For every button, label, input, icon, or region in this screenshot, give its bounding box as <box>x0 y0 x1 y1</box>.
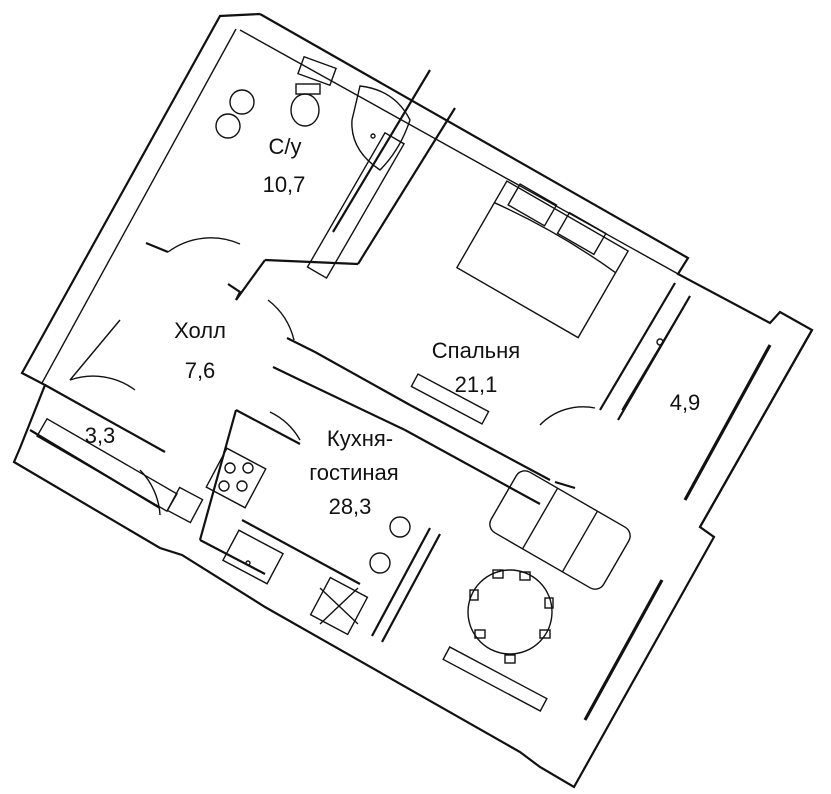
bed <box>455 180 630 339</box>
bar-stools <box>369 516 411 574</box>
outer-walls <box>12 12 814 789</box>
hall-name: Холл <box>174 318 226 343</box>
bedroom-area: 21,1 <box>455 372 498 397</box>
kitchen-living-name-line2: гостиная <box>309 460 398 485</box>
hall-area: 7,6 <box>185 358 216 383</box>
room-labels: С/у 10,7 Холл 7,6 Спальня 21,1 3,3 4,9 К… <box>85 134 701 519</box>
dining-table <box>467 569 554 664</box>
bathroom-fixtures <box>215 55 411 280</box>
storage-area: 3,3 <box>85 423 116 448</box>
interior-walls <box>29 69 813 643</box>
wardrobe <box>621 295 691 411</box>
bedroom-name: Спальня <box>432 338 520 363</box>
doors <box>69 237 596 516</box>
sofa <box>489 470 631 590</box>
stove <box>205 447 267 509</box>
bathroom-name: С/у <box>269 134 302 159</box>
kitchen-living-area: 28,3 <box>329 494 372 519</box>
balcony-area: 4,9 <box>670 390 701 415</box>
windows <box>583 344 772 721</box>
bathroom-area: 10,7 <box>263 172 306 197</box>
fridge <box>309 576 369 636</box>
heater-rack <box>306 131 405 280</box>
storage-rack <box>36 417 178 513</box>
sink <box>221 529 285 585</box>
cabinets <box>166 373 548 712</box>
kitchen-living-name-line1: Кухня- <box>327 426 393 451</box>
